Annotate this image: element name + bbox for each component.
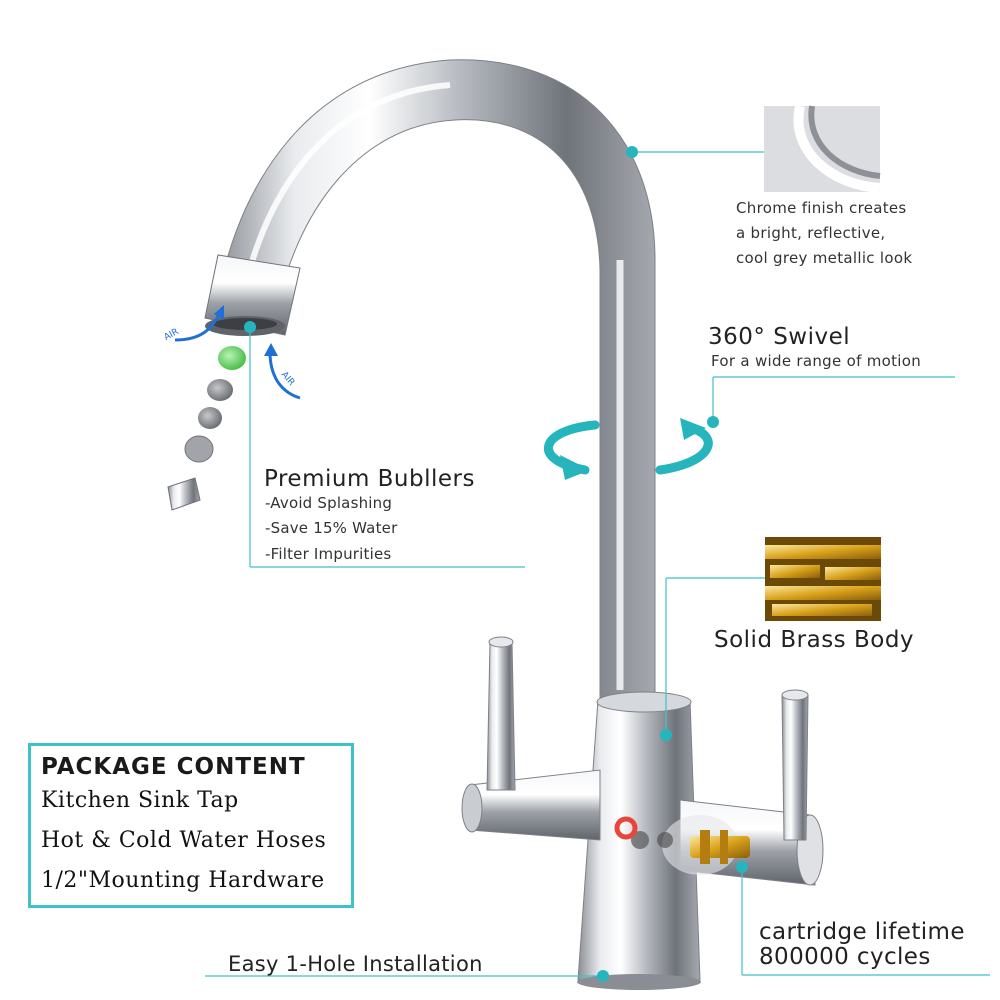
package-item: 1/2"Mounting Hardware: [41, 868, 325, 893]
brass-body-title: Solid Brass Body: [714, 627, 915, 653]
callout-text-line: a bright, reflective,: [736, 224, 886, 242]
faucet-spout: [204, 59, 656, 701]
aerator-part-icon: [184, 435, 214, 463]
bubblers-feature: -Save 15% Water: [265, 519, 398, 537]
installation-label: Easy 1-Hole Installation: [228, 952, 483, 976]
faucet-body: [461, 636, 824, 990]
aerator-part-icon: [198, 407, 222, 429]
aerator-parts: [167, 305, 301, 511]
aerator-part-icon: [218, 346, 246, 370]
chrome-finish-callout: Chrome finish creates a bright, reflecti…: [736, 196, 912, 271]
package-item: Kitchen Sink Tap: [41, 788, 239, 813]
callout-dots: [244, 146, 748, 982]
callout-text-line: Chrome finish creates: [736, 199, 907, 217]
bubblers-title: Premium Bubllers: [264, 466, 475, 492]
bubblers-feature: -Avoid Splashing: [265, 494, 393, 512]
bubblers-feature: -Filter Impurities: [265, 545, 392, 563]
callout-lines: [205, 151, 990, 977]
hot-indicator-icon: [614, 816, 638, 840]
package-title: PACKAGE CONTENT: [41, 754, 306, 780]
swivel-title: 360° Swivel: [708, 324, 851, 350]
swivel-arrows-icon: [544, 418, 713, 480]
package-content-box: PACKAGE CONTENT Kitchen Sink Tap Hot & C…: [28, 743, 354, 908]
aerator-part-icon: [167, 477, 201, 511]
cartridge-line: cartridge lifetime: [759, 919, 965, 945]
chrome-swatch: [764, 104, 881, 193]
swivel-subtitle: For a wide range of motion: [711, 352, 922, 370]
brass-swatch: [765, 537, 881, 621]
air-arrow-icon: [268, 351, 301, 400]
cartridge-line: 800000 cycles: [759, 944, 931, 970]
package-item: Hot & Cold Water Hoses: [41, 828, 327, 853]
callout-text-line: cool grey metallic look: [736, 249, 913, 267]
cartridge-callout: cartridge lifetime 800000 cycles: [759, 920, 965, 970]
aerator-part-icon: [207, 379, 233, 401]
